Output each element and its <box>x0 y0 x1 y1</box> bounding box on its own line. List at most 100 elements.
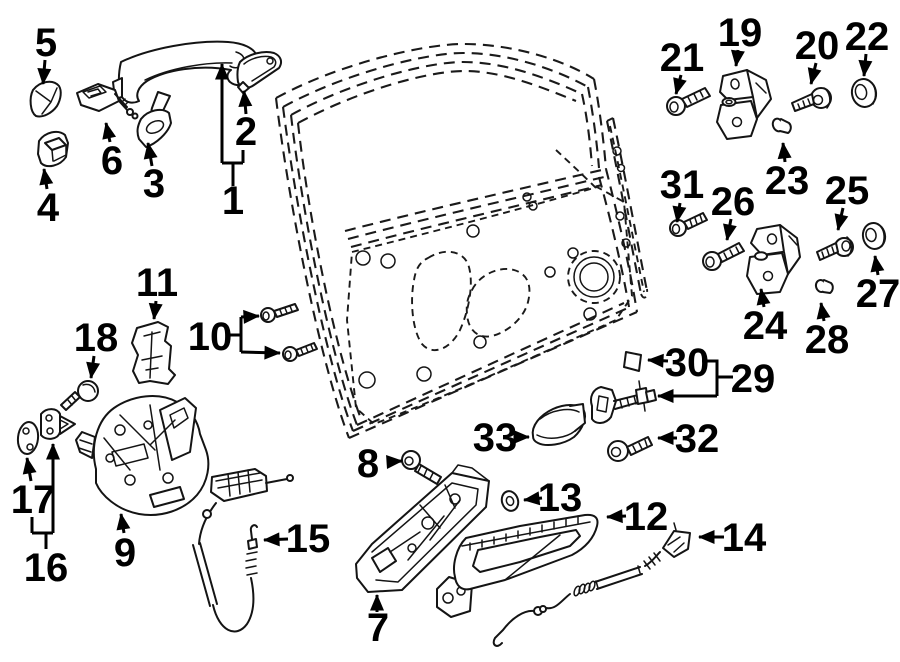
callout-23[interactable]: 23 <box>765 159 810 203</box>
part-spacer-plate <box>623 351 642 372</box>
callout-16[interactable]: 16 <box>24 546 69 590</box>
part-grommet-22 <box>850 78 878 108</box>
part-latch-connector <box>210 468 294 502</box>
callout-33[interactable]: 33 <box>473 416 518 460</box>
callout-24-arrow <box>756 288 771 308</box>
callout-31-arrow <box>672 202 687 223</box>
part-pull-cup <box>531 403 586 446</box>
callout-9[interactable]: 9 <box>114 531 136 575</box>
callout-6-arrow <box>102 122 117 143</box>
part-bolt-21 <box>666 87 711 116</box>
callout-24[interactable]: 24 <box>743 304 788 348</box>
callout-20[interactable]: 20 <box>795 24 840 68</box>
callout-19[interactable]: 19 <box>718 11 763 55</box>
callout-1[interactable]: 1 <box>222 179 244 223</box>
part-shim-plate <box>16 421 40 455</box>
part-upper-hinge <box>716 69 772 140</box>
part-bolt-25 <box>816 236 854 261</box>
callout-30[interactable]: 30 <box>665 341 710 385</box>
callout-2[interactable]: 2 <box>235 110 257 154</box>
callout-17[interactable]: 17 <box>11 478 56 522</box>
callout-22[interactable]: 22 <box>845 15 890 59</box>
callout-22-arrow <box>858 53 873 77</box>
callout-8[interactable]: 8 <box>357 442 379 486</box>
callout-4-arrow <box>39 168 54 190</box>
callout-leaders <box>22 49 885 612</box>
part-bolt-32 <box>607 436 653 462</box>
callout-25[interactable]: 25 <box>825 169 870 213</box>
callout-9-arrow <box>116 513 131 534</box>
callout-32[interactable]: 32 <box>675 417 720 461</box>
part-handle-gasket <box>236 51 283 94</box>
callout-6[interactable]: 6 <box>101 139 123 183</box>
part-bolt-31 <box>669 212 708 237</box>
callout-12-arrow <box>606 509 627 524</box>
callout-27-arrow <box>870 255 885 276</box>
callout-29-bracket <box>702 359 733 396</box>
part-lower-hinge <box>746 224 801 295</box>
part-door-latch <box>75 395 210 516</box>
part-striker-plate <box>40 408 76 440</box>
callout-11-arrow <box>148 300 163 320</box>
callout-4[interactable]: 4 <box>37 186 60 230</box>
callout-13-arrow <box>523 491 543 506</box>
part-door-check <box>590 380 657 424</box>
door-shell-outline <box>274 42 639 439</box>
part-bushing-23 <box>771 117 792 134</box>
part-bushing-28 <box>814 279 834 294</box>
callout-19-arrow <box>730 49 745 67</box>
callout-23-arrow <box>777 142 792 163</box>
part-bracket-11 <box>131 321 176 385</box>
callout-10-bracket <box>229 317 243 352</box>
callout-16-bracket <box>30 517 53 549</box>
callout-10[interactable]: 10 <box>188 315 233 359</box>
callout-30-arrow <box>647 353 669 368</box>
callout-21-arrow <box>673 74 687 95</box>
door-rear-channel-strip <box>605 117 649 299</box>
callout-29[interactable]: 29 <box>731 357 776 401</box>
part-grommet-27 <box>861 222 887 250</box>
part-inner-carrier <box>436 513 599 618</box>
callout-18-arrow <box>86 355 101 379</box>
callout-27[interactable]: 27 <box>856 272 900 316</box>
callout-31[interactable]: 31 <box>660 163 705 207</box>
callout-28[interactable]: 28 <box>805 318 850 362</box>
callout-5[interactable]: 5 <box>35 21 57 65</box>
callout-2-arrow <box>238 90 253 115</box>
callout-11[interactable]: 11 <box>136 261 178 305</box>
callout-12[interactable]: 12 <box>624 495 669 539</box>
callout-25-arrow <box>834 207 849 231</box>
callout-14[interactable]: 14 <box>722 516 767 560</box>
callout-10-arrow-a <box>240 309 260 324</box>
part-cover-cap <box>29 80 62 118</box>
callout-26[interactable]: 26 <box>711 180 756 224</box>
callout-3-arrow <box>143 142 158 167</box>
callout-5-arrow <box>37 59 52 85</box>
callout-3[interactable]: 3 <box>143 162 165 206</box>
part-release-cable <box>492 522 691 647</box>
callout-13[interactable]: 13 <box>538 476 583 520</box>
part-bolt-8 <box>401 450 442 485</box>
part-lock-cylinder <box>76 83 139 120</box>
part-bolt-20 <box>791 87 832 112</box>
callout-8-arrow <box>386 455 403 470</box>
part-lock-cap <box>37 130 69 168</box>
callout-17-arrow <box>22 457 37 482</box>
callout-1-bracket <box>222 150 245 186</box>
callout-18[interactable]: 18 <box>74 316 119 360</box>
callout-15[interactable]: 15 <box>286 517 331 561</box>
part-bolt-26 <box>702 242 745 271</box>
part-handle-seal <box>136 108 172 148</box>
part-lock-cable <box>192 502 258 633</box>
callout-10-arrow-b <box>240 345 281 360</box>
part-washer-13 <box>500 490 520 512</box>
callout-28-arrow <box>816 302 831 322</box>
callout-7[interactable]: 7 <box>367 606 389 650</box>
callout-21[interactable]: 21 <box>660 36 705 80</box>
part-screws-10 <box>260 303 318 362</box>
part-handle-carrier <box>355 464 490 593</box>
callout-26-arrow <box>723 218 737 241</box>
callout-20-arrow <box>807 62 822 85</box>
part-bolt-18 <box>60 380 99 411</box>
